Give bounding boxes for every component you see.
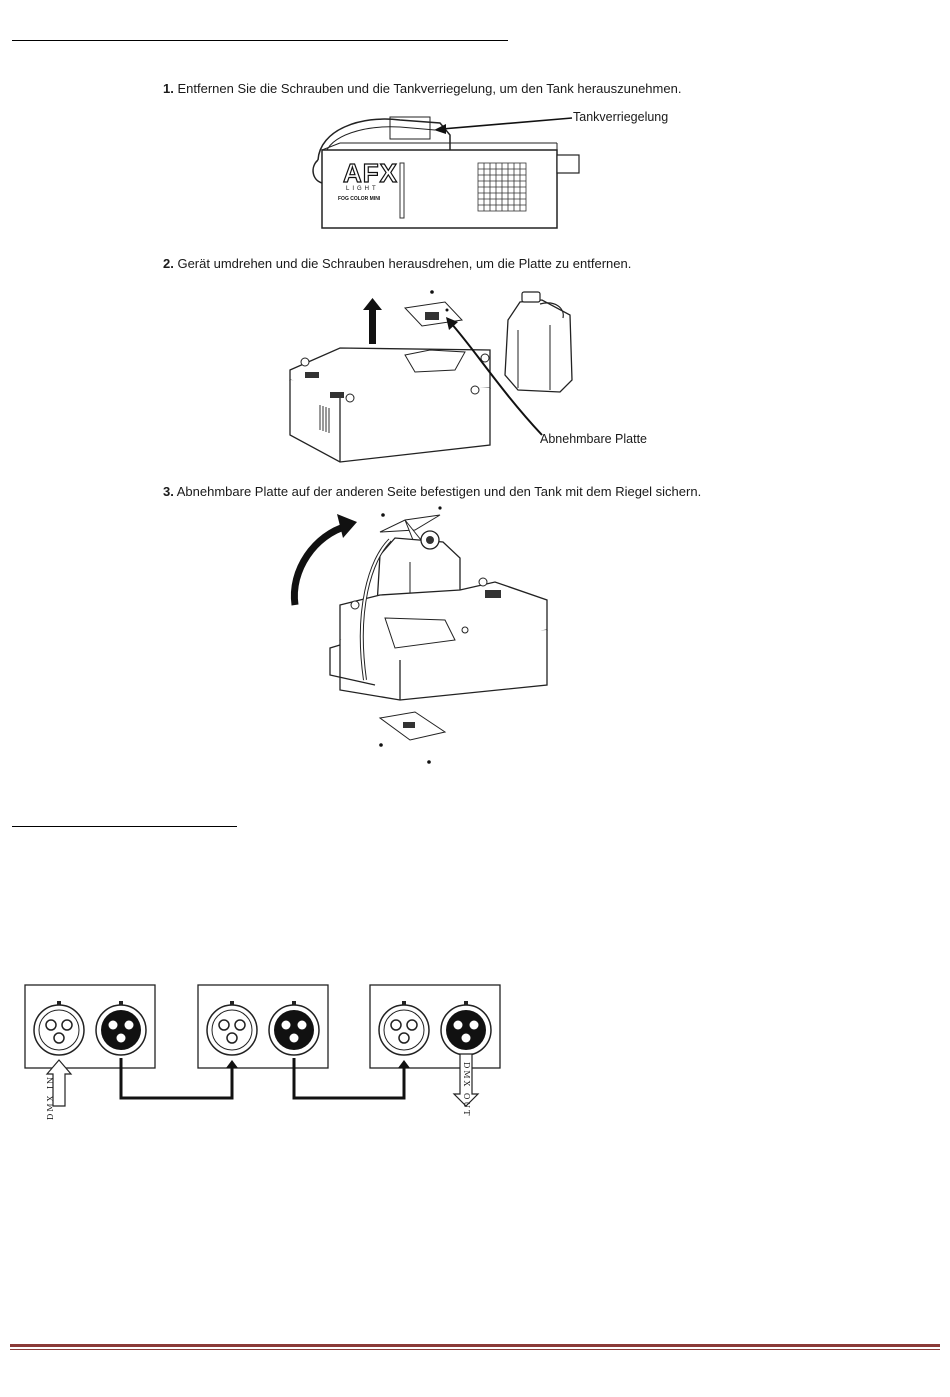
callout-tank-lock: Tankverriegelung xyxy=(573,110,669,124)
figure-fog-machine xyxy=(312,116,580,229)
step-2-text: 2. Gerät umdrehen und die Schrauben hera… xyxy=(163,256,631,271)
step-2-label: Gerät umdrehen und die Schrauben herausd… xyxy=(177,256,632,271)
callout-arrow-tank-lock xyxy=(434,117,573,134)
footer-rule-thick xyxy=(10,1344,940,1347)
step-1-number: 1. xyxy=(163,81,174,96)
unit1-xlr-in xyxy=(33,1001,85,1056)
section-rule-top xyxy=(12,40,508,41)
dmx-in-label: DMX IN xyxy=(46,1075,55,1121)
step-2-number: 2. xyxy=(163,256,174,271)
unit2-xlr-out xyxy=(268,1001,320,1056)
device-model: FOG COLOR MINI xyxy=(338,196,381,202)
figure-plate-remount xyxy=(290,506,548,764)
step-3-number: 3. xyxy=(163,484,174,499)
step-3-label: Abnehmbare Platte auf der anderen Seite … xyxy=(176,484,702,499)
figure-plate-removal xyxy=(289,290,573,463)
device-logo: AFX xyxy=(342,157,398,188)
unit2-xlr-in xyxy=(206,1001,258,1056)
step-1-label: Entfernen Sie die Schrauben und die Tank… xyxy=(177,81,682,96)
step-3-text: 3. Abnehmbare Platte auf der anderen Sei… xyxy=(163,484,701,499)
step-1-text: 1. Entfernen Sie die Schrauben und die T… xyxy=(163,81,681,96)
device-logo-sub: LIGHT xyxy=(346,186,379,192)
dmx-out-label: DMX OUT xyxy=(462,1062,471,1118)
callout-removable-plate: Abnehmbare Platte xyxy=(540,432,648,446)
footer-rule-thin xyxy=(10,1349,940,1350)
unit1-xlr-out xyxy=(95,1001,147,1056)
unit3-xlr-out xyxy=(440,1001,492,1056)
diagram-dmx-chain xyxy=(24,984,501,1107)
unit3-xlr-in xyxy=(378,1001,430,1056)
section-rule-dmx xyxy=(12,826,237,827)
